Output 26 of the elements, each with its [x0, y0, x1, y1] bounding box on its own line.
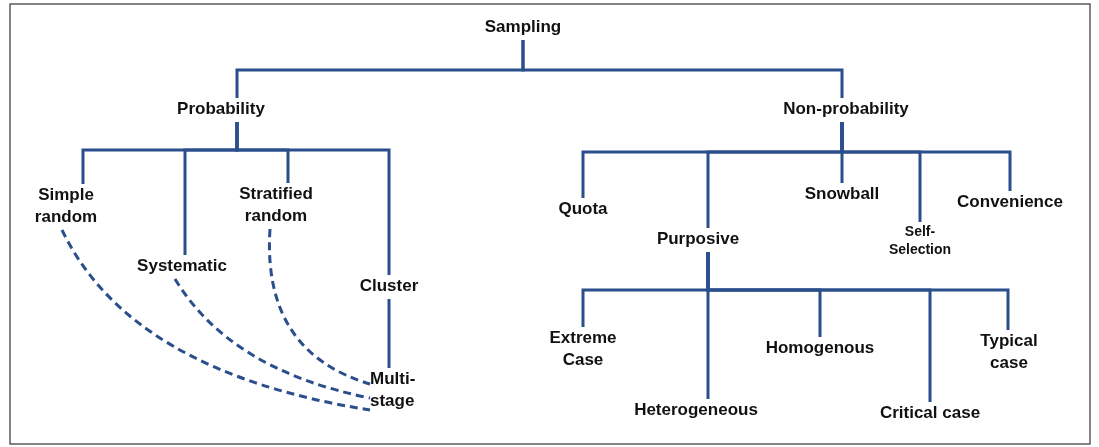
category-label: Cluster: [350, 275, 428, 299]
category-label: Stratified random: [230, 183, 322, 229]
category-label: Purposive: [645, 228, 751, 252]
dashed-connector: [60, 229, 371, 412]
tree-connector: [521, 40, 844, 98]
category-label: Self-Selection: [876, 222, 964, 260]
category-label: Multi-stage: [370, 368, 430, 414]
category-label: Homogenous: [748, 337, 892, 361]
category-label: Sampling: [473, 16, 573, 40]
category-label: Systematic: [124, 255, 240, 279]
tree-connector: [840, 122, 1012, 191]
category-label: Heterogeneous: [615, 399, 777, 423]
tree-connector: [235, 122, 391, 275]
category-label: Non-probability: [765, 98, 927, 122]
category-label: Simple random: [22, 184, 110, 230]
category-label: Extreme Case: [536, 327, 630, 373]
category-label: Critical case: [862, 402, 998, 426]
category-label: Convenience: [945, 191, 1075, 215]
category-label: Typical case: [966, 330, 1052, 376]
tree-connector: [706, 252, 1010, 330]
dashed-connector: [173, 278, 371, 400]
category-label: Snowball: [795, 183, 889, 207]
category-label: Probability: [165, 98, 277, 122]
tree-connector: [387, 299, 391, 368]
dashed-connector: [268, 228, 371, 386]
category-label: Quota: [548, 198, 618, 222]
